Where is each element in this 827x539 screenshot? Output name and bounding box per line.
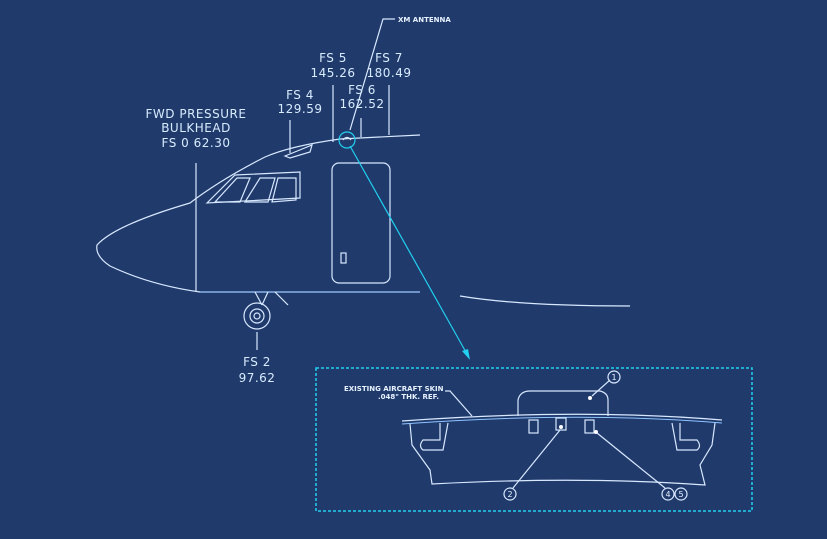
fwd-bulkhead-label-2: BULKHEAD	[161, 121, 231, 135]
fs2-label: FS 2	[243, 355, 271, 369]
callout-4: 4	[665, 490, 670, 499]
station-lines	[195, 85, 390, 350]
fs4-value: 129.59	[278, 102, 323, 116]
antenna-highlight-circle	[338, 131, 356, 149]
fuselage-outline	[96, 134, 631, 307]
nose-gear-wheel	[243, 302, 271, 330]
fs7-value: 180.49	[367, 66, 412, 80]
fs4-label: FS 4	[286, 88, 314, 102]
detail-leader-line	[349, 145, 468, 355]
fs6-value: 162.52	[340, 97, 385, 111]
skin-label-1: EXISTING AIRCRAFT SKIN	[344, 385, 444, 393]
fs5-label: FS 5	[319, 51, 347, 65]
fwd-bulkhead-label-1: FWD PRESSURE	[146, 107, 247, 121]
xm-antenna-label: XM ANTENNA	[398, 16, 451, 24]
callout-1: 1	[611, 373, 616, 382]
callout-5: 5	[678, 490, 683, 499]
fwd-bulkhead-label-3: FS 0 62.30	[162, 136, 231, 150]
fs6-label: FS 6	[348, 83, 376, 97]
xm-antenna-leader	[349, 18, 395, 131]
arrow-head-icon	[462, 349, 470, 360]
skin-label-2: .048" THK. REF.	[378, 393, 439, 401]
fs7-label: FS 7	[375, 51, 403, 65]
fs2-value: 97.62	[239, 371, 276, 385]
callout-2: 2	[507, 490, 512, 499]
antenna-detail-view: EXISTING AIRCRAFT SKIN .048" THK. REF. 1…	[315, 367, 753, 512]
fs5-value: 145.26	[311, 66, 356, 80]
